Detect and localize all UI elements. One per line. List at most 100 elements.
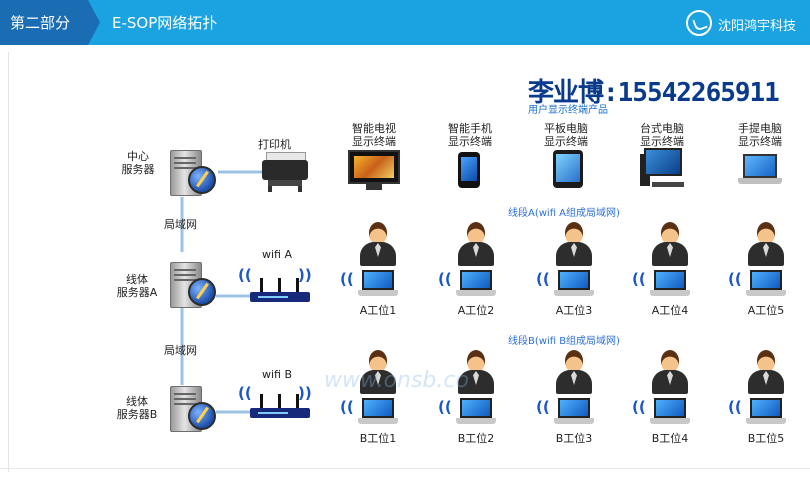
lan-label-2: 局域网: [164, 344, 197, 357]
workstation-a2-icon: [456, 270, 496, 298]
station-b1-label: B工位1: [359, 432, 397, 445]
line-a-server-icon: [170, 258, 218, 310]
device-label-desktop-line1: 台式电脑: [640, 122, 684, 135]
wifi-a1-icon: ((: [340, 270, 354, 288]
station-a1-label: A工位1: [359, 304, 397, 317]
device-label-tablet: 平板电脑 显示终端: [534, 122, 598, 148]
operator-a5-icon: [746, 222, 786, 266]
wifi-b-signal-left-icon: ((: [238, 384, 252, 402]
section-tab: 第二部分: [0, 0, 100, 45]
frame-line: [8, 52, 9, 472]
frame-line-bottom: [0, 468, 810, 469]
workstation-b1-icon: [358, 398, 398, 426]
smart-tv-icon: [348, 150, 400, 192]
company-logo: 沈阳鸿宇科技: [686, 8, 798, 38]
lan-label-1: 局域网: [164, 218, 197, 231]
operator-a1-icon: [358, 222, 398, 266]
station-b2-label: B工位2: [457, 432, 495, 445]
router-a-icon: [250, 278, 310, 302]
device-label-phone: 智能手机 显示终端: [438, 122, 502, 148]
workstation-a1-icon: [358, 270, 398, 298]
wifi-a-label: wifi A: [262, 248, 293, 261]
wifi-b-label: wifi B: [262, 368, 293, 381]
contact-subtitle: 用户显示终端产品: [528, 105, 608, 116]
device-label-desktop-line2: 显示终端: [640, 135, 684, 148]
wifi-b-signal-right-icon: )): [298, 384, 312, 402]
line-b-server-label-line1: 线体: [126, 395, 148, 408]
desktop-computer-icon: [640, 148, 686, 188]
operator-b1-icon: [358, 350, 398, 394]
segment-a-label: 线段A(wifi A组成局域网): [508, 208, 620, 219]
company-name: 沈阳鸿宇科技: [718, 19, 797, 34]
printer-icon: [262, 152, 308, 192]
line-a-server-label-line2: 服务器A: [116, 286, 158, 299]
station-a5-label: A工位5: [747, 304, 785, 317]
page-title: E-SOP网络拓扑: [112, 14, 218, 32]
device-label-laptop: 手提电脑 显示终端: [728, 122, 792, 148]
wifi-b4-icon: ((: [632, 398, 646, 416]
device-label-tablet-line1: 平板电脑: [544, 122, 588, 135]
workstation-b5-icon: [746, 398, 786, 426]
segment-b-label: 线段B(wifi B组成局域网): [508, 336, 620, 347]
device-label-phone-line2: 显示终端: [448, 135, 492, 148]
operator-b2-icon: [456, 350, 496, 394]
station-b4-label: B工位4: [651, 432, 689, 445]
station-a3-label: A工位3: [555, 304, 593, 317]
operator-b3-icon: [554, 350, 594, 394]
device-label-tv-line1: 智能电视: [352, 122, 396, 135]
workstation-a3-icon: [554, 270, 594, 298]
device-label-tv: 智能电视 显示终端: [342, 122, 406, 148]
company-logo-icon: [686, 10, 712, 36]
workstation-a5-icon: [746, 270, 786, 298]
workstation-b4-icon: [650, 398, 690, 426]
smartphone-icon: [458, 152, 480, 188]
workstation-a4-icon: [650, 270, 690, 298]
device-label-laptop-line1: 手提电脑: [738, 122, 782, 135]
line-b-server-label: 线体 服务器B: [112, 395, 162, 421]
device-label-laptop-line2: 显示终端: [738, 135, 782, 148]
device-label-phone-line1: 智能手机: [448, 122, 492, 135]
device-label-tv-line2: 显示终端: [352, 135, 396, 148]
operator-a3-icon: [554, 222, 594, 266]
workstation-b3-icon: [554, 398, 594, 426]
operator-b4-icon: [650, 350, 690, 394]
contact-info: 李业博:15542265911: [528, 78, 780, 108]
station-b3-label: B工位3: [555, 432, 593, 445]
wifi-b2-icon: ((: [438, 398, 452, 416]
wifi-a3-icon: ((: [536, 270, 550, 288]
station-a4-label: A工位4: [651, 304, 689, 317]
device-label-desktop: 台式电脑 显示终端: [630, 122, 694, 148]
wifi-b1-icon: ((: [340, 398, 354, 416]
wifi-a5-icon: ((: [728, 270, 742, 288]
operator-a4-icon: [650, 222, 690, 266]
section-label: 第二部分: [10, 14, 71, 32]
laptop-icon: [738, 154, 782, 188]
center-server-label-line1: 中心: [127, 150, 149, 163]
center-server-icon: [170, 146, 218, 198]
operator-a2-icon: [456, 222, 496, 266]
router-b-icon: [250, 394, 310, 418]
wifi-a2-icon: ((: [438, 270, 452, 288]
line-b-server-label-line2: 服务器B: [116, 408, 158, 421]
wifi-a-signal-right-icon: )): [298, 266, 312, 284]
line-a-server-label: 线体 服务器A: [112, 273, 162, 299]
wifi-a4-icon: ((: [632, 270, 646, 288]
center-server-label-line2: 服务器: [121, 163, 155, 176]
center-server-label: 中心 服务器: [118, 150, 158, 176]
printer-label: 打印机: [258, 138, 291, 151]
watermark: www.onsb.co: [324, 368, 469, 393]
line-a-server-label-line1: 线体: [126, 273, 148, 286]
tablet-icon: [553, 150, 583, 188]
station-b5-label: B工位5: [747, 432, 785, 445]
wifi-a-signal-left-icon: ((: [238, 266, 252, 284]
wifi-b5-icon: ((: [728, 398, 742, 416]
header-bar: 第二部分 E-SOP网络拓扑 沈阳鸿宇科技: [0, 0, 810, 45]
line-b-server-icon: [170, 382, 218, 434]
operator-b5-icon: [746, 350, 786, 394]
device-label-tablet-line2: 显示终端: [544, 135, 588, 148]
station-a2-label: A工位2: [457, 304, 495, 317]
workstation-b2-icon: [456, 398, 496, 426]
wifi-b3-icon: ((: [536, 398, 550, 416]
